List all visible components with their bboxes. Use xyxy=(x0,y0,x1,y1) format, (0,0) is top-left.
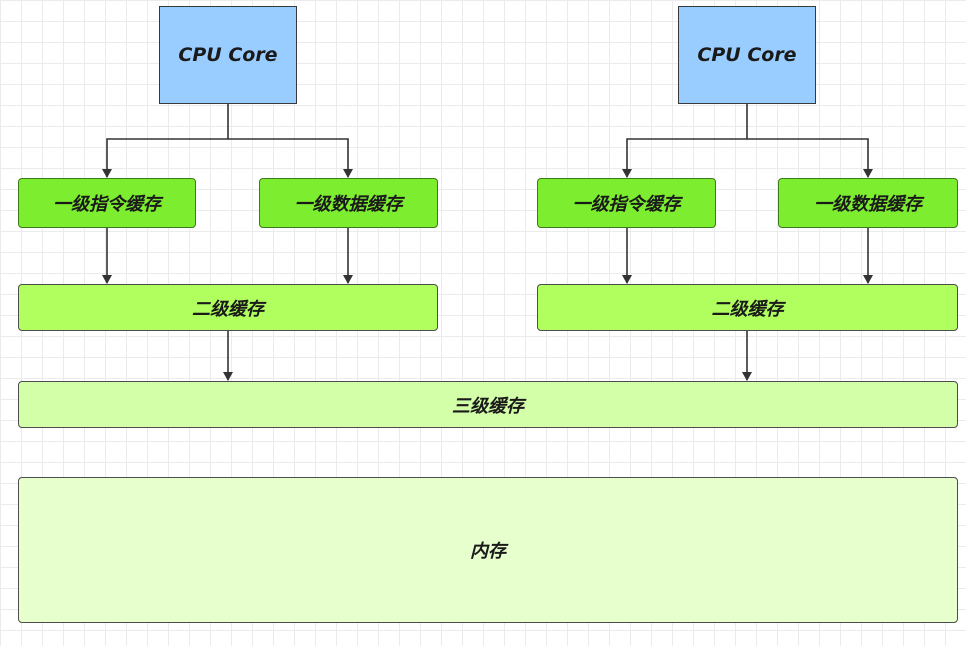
shared-l3-cache: 三级缓存 xyxy=(18,381,958,428)
cpu-core-2: CPU Core xyxy=(678,6,816,104)
core-1-l1-data-cache: 一级数据缓存 xyxy=(259,178,438,228)
core-1-l1-instruction-cache: 一级指令缓存 xyxy=(18,178,196,228)
core-1-l2-cache-label: 二级缓存 xyxy=(192,298,264,320)
core-1-to-l1-connector xyxy=(102,104,229,178)
core-2-l1-data-cache: 一级数据缓存 xyxy=(778,178,958,228)
core-1-l1-instruction-cache-label: 一级指令缓存 xyxy=(53,194,161,215)
core-2-to-l1-data-connector xyxy=(747,138,873,178)
shared-l3-cache-label: 三级缓存 xyxy=(452,395,524,417)
core-2-l1-data-cache-label: 一级数据缓存 xyxy=(814,194,922,215)
core-2-l2-cache: 二级缓存 xyxy=(537,284,958,331)
core-1-l2-cache: 二级缓存 xyxy=(18,284,438,331)
core-2-l1-instruction-cache: 一级指令缓存 xyxy=(537,178,716,228)
core-2-l2-cache-label: 二级缓存 xyxy=(711,298,784,320)
core-2-to-l1-connector xyxy=(622,104,748,178)
core-1-to-l1-data-connector xyxy=(228,138,353,178)
core-2-l1-instruction-cache-label: 一级指令缓存 xyxy=(572,194,681,215)
main-memory-label: 内存 xyxy=(470,541,506,562)
core-1-l1-data-cache-label: 一级数据缓存 xyxy=(294,194,403,215)
cpu-core-2-label: CPU Core xyxy=(697,44,797,66)
main-memory: 内存 xyxy=(18,477,958,623)
cpu-core-1-label: CPU Core xyxy=(178,44,278,66)
cpu-core-1: CPU Core xyxy=(159,6,297,104)
